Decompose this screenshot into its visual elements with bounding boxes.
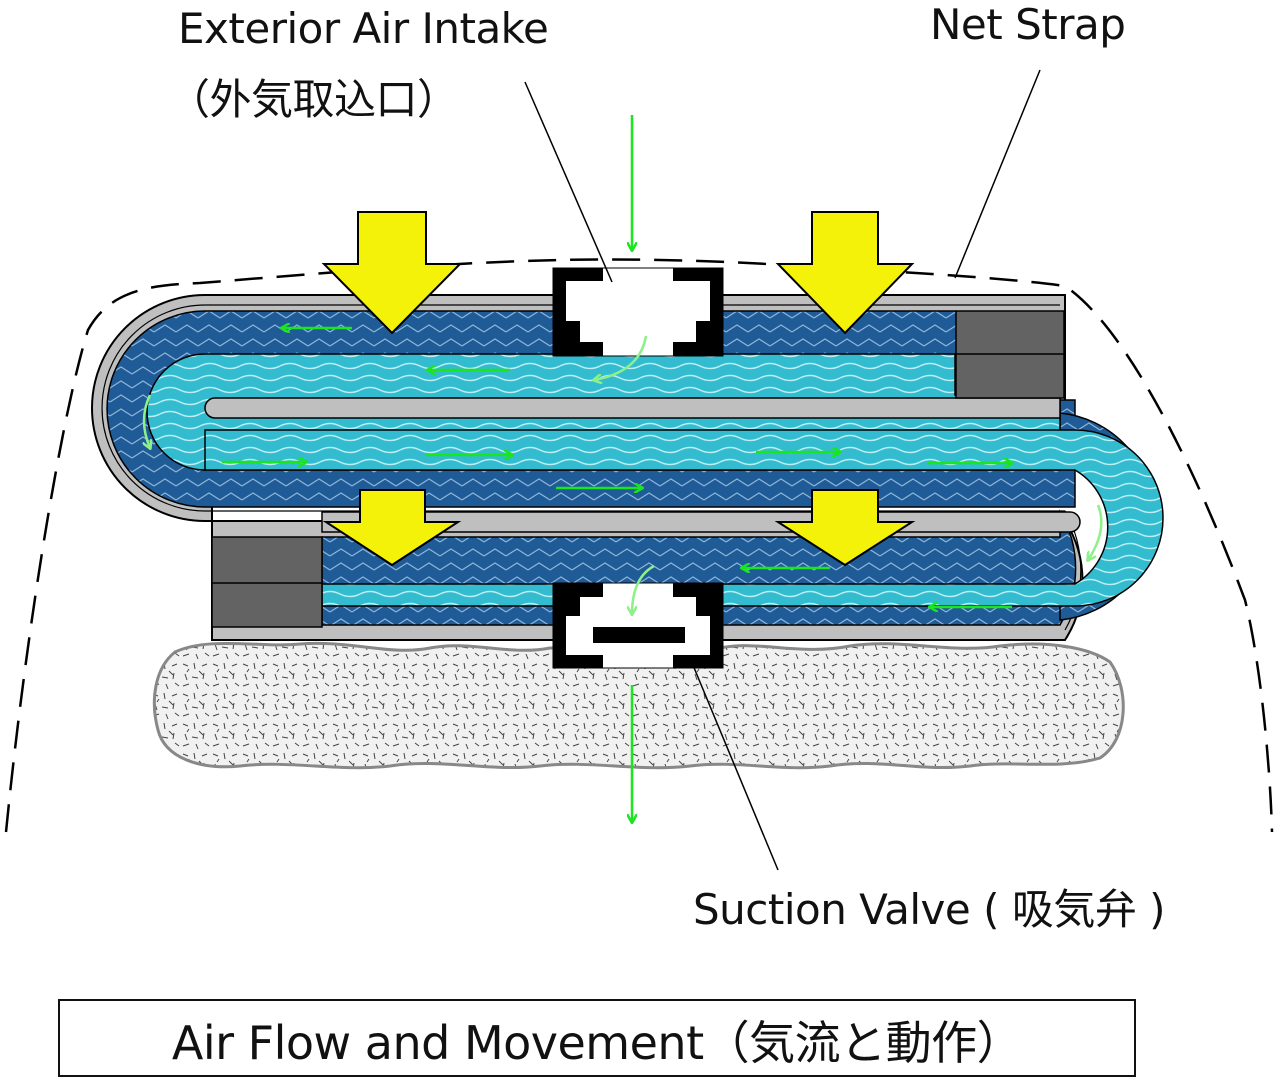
caption-text: Air Flow and Movement（気流と動作） [171, 1016, 1023, 1070]
exterior-intake-valve [552, 267, 724, 357]
flow-curve-left [144, 394, 150, 448]
suction-valve [552, 582, 724, 669]
flow-curve-right [1088, 504, 1103, 560]
lower-left-block [211, 536, 323, 628]
leader-exterior-intake [524, 81, 613, 283]
exterior-intake-jp-label: （外気取込口） [168, 75, 459, 124]
upper-divider [204, 397, 1061, 419]
caption-box [58, 999, 1136, 1077]
shell-inner-line [101, 304, 1082, 631]
compression-arrow-bottom-right [774, 489, 916, 567]
net-strap-label: Net Strap [930, 0, 1126, 49]
leader-net-strap [954, 69, 1041, 279]
foam-pad [152, 641, 1125, 770]
flow-curve-intake [594, 335, 648, 380]
compression-arrow-bottom-left [322, 489, 462, 567]
flow-curve-valve [632, 564, 655, 614]
airflow-arrows-curved [144, 335, 1103, 614]
airflow-arrows [222, 115, 1012, 822]
middle-water-chamber [204, 429, 1164, 607]
exterior-intake-label: Exterior Air Intake [178, 4, 549, 53]
leader-suction-valve [689, 657, 779, 871]
compression-arrow-top-left [321, 211, 463, 335]
compression-arrows [321, 211, 916, 567]
compression-arrow-top-right [775, 211, 915, 335]
suction-valve-label: Suction Valve ( 吸気弁 ) [693, 885, 1166, 934]
